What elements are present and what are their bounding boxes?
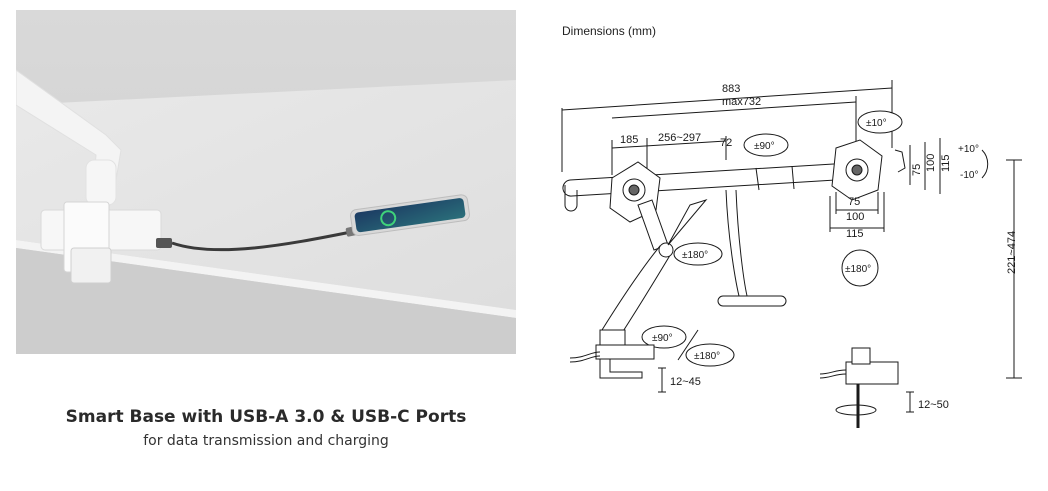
vesa-vertical-dimensions: 75 100 115: [909, 138, 952, 194]
monitor-arm: [16, 69, 122, 206]
svg-text:±90°: ±90°: [652, 333, 673, 344]
tilt-callout: +10° -10°: [958, 144, 989, 181]
rotation-callout-90-bottom: ±90°: [641, 325, 687, 349]
svg-text:115: 115: [940, 154, 952, 172]
clamp-base: 12~45: [569, 344, 701, 393]
svg-text:+10°: +10°: [958, 144, 979, 155]
dimensions-diagram: Dimensions (mm) 883 max732 185 256~297 7…: [530, 0, 1048, 491]
svg-text:100: 100: [925, 154, 937, 172]
desk-surface: [16, 80, 516, 310]
grommet-base: 12~50: [819, 347, 949, 428]
max-width-label: max732: [722, 96, 761, 108]
svg-text:±180°: ±180°: [694, 351, 720, 362]
handle: [717, 189, 787, 307]
rotation-callout-10-top: ±10°: [857, 110, 903, 134]
rotation-callout-90-top: ±90°: [743, 133, 789, 157]
svg-text:±180°: ±180°: [682, 250, 708, 261]
svg-text:75: 75: [911, 164, 923, 176]
svg-text:±180°: ±180°: [845, 264, 871, 275]
rotation-callout-180-bottom: ±180°: [685, 343, 735, 367]
svg-text:115: 115: [846, 228, 864, 240]
grommet-range-label: 12~50: [918, 399, 949, 411]
smartphone: [350, 194, 470, 236]
right-vesa-plate: 75 100 115: [829, 139, 885, 240]
product-photo: [16, 10, 516, 354]
gas-spring-arm: [599, 199, 708, 353]
svg-text:75: 75: [848, 196, 860, 208]
svg-text:100: 100: [846, 211, 864, 223]
svg-text:±10°: ±10°: [866, 118, 887, 129]
smart-base: [40, 201, 172, 284]
arm-segment-dimensions: 185 256~297 72: [611, 132, 732, 175]
overall-width-label: 883: [722, 83, 740, 95]
rotation-callout-180-left: ±180°: [673, 242, 723, 266]
svg-text:221~474: 221~474: [1006, 231, 1018, 274]
caption-title: Smart Base with USB-A 3.0 & USB-C Ports: [65, 407, 467, 427]
svg-text:185: 185: [620, 134, 638, 146]
usb-c-cable: [171, 230, 352, 252]
svg-text:-10°: -10°: [960, 170, 978, 181]
max-width-dimension: max732: [611, 96, 857, 148]
dimensions-title: Dimensions (mm): [562, 24, 656, 38]
height-dimension: 221~474: [1006, 159, 1022, 379]
svg-text:±90°: ±90°: [754, 141, 775, 152]
caption-subtitle: for data transmission and charging: [143, 433, 389, 449]
clamp-range-label: 12~45: [670, 376, 701, 388]
svg-text:256~297: 256~297: [658, 132, 701, 144]
rotation-callout-180-right: ±180°: [841, 249, 879, 287]
svg-text:72: 72: [720, 137, 732, 149]
